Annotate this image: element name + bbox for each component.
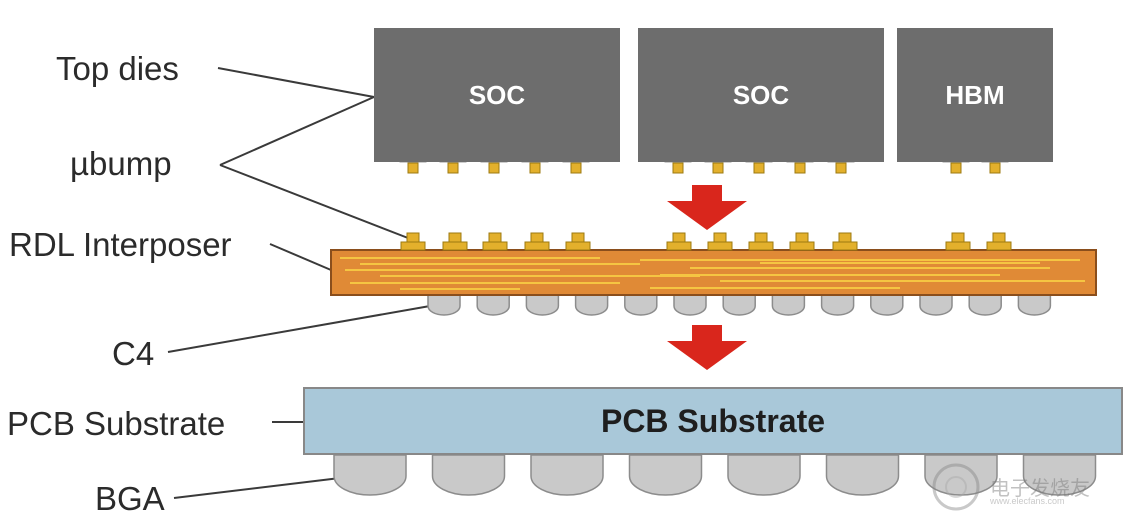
ubump-top [754, 232, 768, 243]
watermark-text: 电子发烧友 [990, 478, 1090, 500]
ubump [950, 162, 962, 174]
bga-ball [333, 454, 407, 496]
die-soc-2: SOC [638, 28, 884, 162]
ubump-pad [707, 241, 733, 251]
c4-bump [919, 294, 953, 316]
ubumps-on-interposer [400, 232, 1012, 251]
watermark-subtext: www.elecfans.com [990, 496, 1065, 506]
die-soc-2-label: SOC [732, 79, 790, 110]
label-rdl-interposer: RDL Interposer [9, 226, 232, 263]
bga-ball [431, 454, 506, 496]
ubump [447, 162, 459, 174]
leader-ubump-upper [219, 96, 375, 166]
bga-ball [825, 454, 900, 496]
rdl-interposer [330, 249, 1097, 296]
bga-ball [727, 454, 801, 496]
c4-bump [673, 294, 707, 316]
bga-ball [1022, 454, 1097, 496]
label-top-dies: Top dies [56, 50, 179, 87]
ubump [570, 162, 582, 174]
ubump [672, 162, 684, 174]
c4-bump [624, 294, 658, 316]
ubump-pad [666, 241, 692, 251]
ubump [712, 162, 724, 174]
ubump-pad [400, 241, 426, 251]
ubump-pad [832, 241, 858, 251]
c4-bump [525, 294, 560, 316]
c4-bump [427, 294, 461, 316]
ubump-top [992, 232, 1006, 243]
ubump-top [951, 232, 965, 243]
ubump-pad [482, 241, 508, 251]
ubump [753, 162, 765, 174]
ubump-top [448, 232, 462, 243]
ubump-top [530, 232, 544, 243]
ubump [407, 162, 419, 174]
die-soc-1-label: SOC [468, 79, 526, 110]
label-bga: BGA [95, 480, 165, 517]
c4-bump [1017, 294, 1052, 316]
ubump [488, 162, 500, 174]
pcb-substrate-block: PCB Substrate [303, 387, 1123, 455]
ubump-pad [565, 241, 591, 251]
label-pcb-substrate: PCB Substrate [7, 405, 226, 442]
leader-bga [173, 477, 341, 499]
ubump-pad [986, 241, 1012, 251]
leader-top-dies [217, 67, 375, 98]
label-c4: C4 [112, 335, 155, 372]
bga-ball [530, 454, 604, 496]
leader-ubump-lower [219, 164, 409, 239]
down-arrow-icon [667, 185, 747, 230]
c4-bump [870, 294, 904, 316]
watermark: 电子发烧友 www.elecfans.com [928, 460, 1118, 515]
bga-balls [333, 454, 1097, 496]
bga-ball [924, 454, 998, 496]
ubump-top [406, 232, 420, 243]
c4-bump [722, 294, 756, 316]
c4-bumps [427, 294, 1052, 316]
bga-ball [628, 454, 703, 496]
ubump-pad [789, 241, 815, 251]
c4-bump [574, 294, 609, 316]
ubump-pad [524, 241, 550, 251]
ubump [529, 162, 541, 174]
c4-bump [476, 294, 510, 316]
ubump [989, 162, 1001, 174]
ubump-pad [748, 241, 774, 251]
ubump-pad [442, 241, 468, 251]
c4-bump [968, 294, 1002, 316]
ubump-top [571, 232, 585, 243]
label-ubump: µbump [70, 145, 172, 182]
pcb-substrate-block-label: PCB Substrate [600, 402, 826, 439]
ubump [794, 162, 806, 174]
ubump-top [795, 232, 809, 243]
ubump-top [672, 232, 686, 243]
ubump-pad [945, 241, 971, 251]
down-arrow-icon [667, 325, 747, 370]
leader-lines [167, 67, 431, 499]
watermark-logo-icon [932, 463, 980, 511]
ubump [835, 162, 847, 174]
ubump-top [488, 232, 502, 243]
die-soc-1: SOC [374, 28, 620, 162]
die-hbm: HBM [897, 28, 1053, 162]
die-hbm-label: HBM [945, 79, 1005, 110]
ubump-top [713, 232, 727, 243]
c4-bump [820, 294, 855, 316]
leader-rdl [269, 243, 332, 271]
assembly-arrows [667, 185, 747, 370]
ubump-top [838, 232, 852, 243]
leader-c4 [167, 305, 431, 353]
c4-bump [771, 294, 806, 316]
